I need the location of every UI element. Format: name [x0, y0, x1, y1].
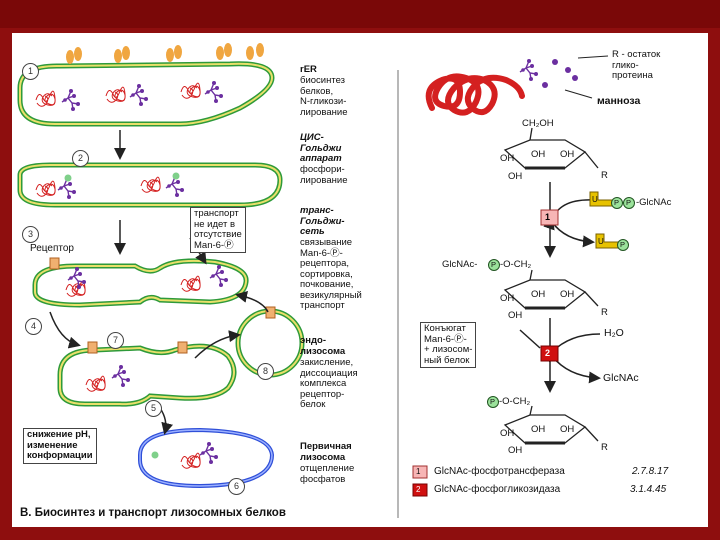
phosphate-icon-2	[487, 396, 499, 408]
sugar-ring-1	[503, 127, 599, 170]
legend-num-2: 2	[416, 485, 421, 494]
r-residue-label: R - остаток гликo- протеина	[612, 49, 661, 81]
step-number-2: 2	[72, 150, 89, 167]
ring2-oh-c: OH	[560, 289, 575, 300]
legend-num-1: 1	[416, 467, 421, 476]
p-letter-in-2: P	[626, 198, 632, 207]
step3-desc: связывание Man-6-Ⓟ- рецептора, сортировк…	[300, 237, 362, 311]
p-letter-2: P	[490, 397, 496, 406]
step6-desc: отщепление фосфатов	[300, 463, 355, 485]
ring3-oh-b: OH	[531, 424, 546, 435]
ring2-oh-a: OH	[500, 293, 515, 304]
udp-icon-out	[595, 233, 629, 251]
step-number-1: 1	[22, 63, 39, 80]
ring3-r: R	[601, 442, 608, 453]
ring1-oh-a: OH	[500, 153, 515, 164]
ring3-oh-a: OH	[500, 428, 515, 439]
trans-golgi	[32, 257, 249, 308]
step-number-5: 5	[145, 400, 162, 417]
ring1-r: R	[601, 170, 608, 181]
u-letter-out: U	[598, 237, 604, 246]
endo-desc: закисление, диссоциация комплекса рецепт…	[300, 357, 358, 410]
udp-glcnac-label: -GlcNAc	[636, 197, 672, 208]
step-number-3: 3	[22, 226, 39, 243]
p-letter-1: P	[491, 260, 497, 269]
u-letter-in: U	[592, 195, 598, 204]
udp-icon-in	[589, 191, 635, 209]
rough-er	[17, 43, 275, 127]
reaction-arrow-2	[519, 318, 601, 393]
step-number-8: 8	[257, 363, 274, 380]
ch2oh-label: CH₂OH	[522, 118, 554, 129]
cis-golgi	[17, 162, 283, 208]
endolysosome	[57, 341, 237, 407]
mannose-label: манноза	[597, 95, 641, 107]
p-letter-out: P	[620, 240, 626, 249]
top-banner	[0, 0, 720, 28]
r-leader	[577, 55, 609, 59]
step1-title: rER	[300, 64, 317, 75]
legend-ec-1: 2.7.8.17	[632, 466, 669, 477]
enzyme-step-2-box	[540, 345, 559, 362]
ring3-oh-c: OH	[560, 424, 575, 435]
glycoprotein-coil	[425, 58, 578, 116]
enzyme-step-1-num: 1	[545, 212, 551, 222]
step-number-6: 6	[228, 478, 245, 495]
receptor-label: Рецептор	[30, 243, 74, 254]
o-ch2-label-2: -O-CH₂	[499, 396, 531, 407]
conjugate-callout: Конъюгат Man-6-Ⓟ- + лизосом- ный белок	[420, 322, 477, 368]
legend-label-1: GlcNAc-фосфотрансфераза	[434, 466, 565, 477]
legend-label-2: GlcNAc-фосфогликозидаза	[434, 484, 561, 495]
o-ch2-label-1: -O-CH₂	[500, 259, 532, 270]
ring1-oh-c: OH	[560, 149, 575, 160]
ring3-oh-d: OH	[508, 445, 523, 456]
ph-callout: снижение pH, изменение конформации	[23, 428, 97, 464]
enzyme-step-2-num: 2	[545, 348, 551, 358]
ring2-oh-b: OH	[531, 289, 546, 300]
legend-swatch-2	[412, 483, 428, 497]
primary-lysosome	[138, 427, 275, 489]
endo-title: эндо- лизосома	[300, 335, 346, 357]
ring1-oh-b: OH	[531, 149, 546, 160]
enzyme-step-1-box	[540, 209, 559, 226]
step2-title: ЦИС- Гольджи аппарат	[300, 132, 342, 164]
ring2-oh-d: OH	[508, 310, 523, 321]
transport-callout: транспорт не идет в отсутствие Man-6-Ⓟ	[190, 207, 246, 253]
ring1-oh-d: OH	[508, 171, 523, 182]
p-letter-in-1: P	[614, 198, 620, 207]
sugar-ring-3	[503, 405, 599, 445]
glcnac-out-label: GlcNAc	[603, 372, 639, 384]
step-number-7: 7	[107, 332, 124, 349]
step3-title: транс- Гольджи- сеть	[300, 205, 345, 237]
slide	[12, 33, 708, 527]
bottom-caption: В. Биосинтез и транспорт лизосомных белк…	[20, 507, 286, 519]
phosphate-icon-1	[488, 259, 500, 271]
step-number-4: 4	[25, 318, 42, 335]
step6-title: Первичная лизосома	[300, 441, 352, 463]
step1-desc: биосинтез белков, N-гликози- лирование	[300, 75, 348, 118]
sugar-ring-2	[503, 269, 599, 310]
step2-desc: фосфори- лирование	[300, 164, 348, 186]
glcnac-p-label: GlcNAc-	[442, 259, 478, 270]
ring2-r: R	[601, 307, 608, 318]
h2o-label: H₂O	[604, 327, 624, 339]
mannose-leader	[564, 89, 593, 99]
legend-swatch-1	[412, 465, 428, 479]
legend-ec-2: 3.1.4.45	[630, 484, 667, 495]
